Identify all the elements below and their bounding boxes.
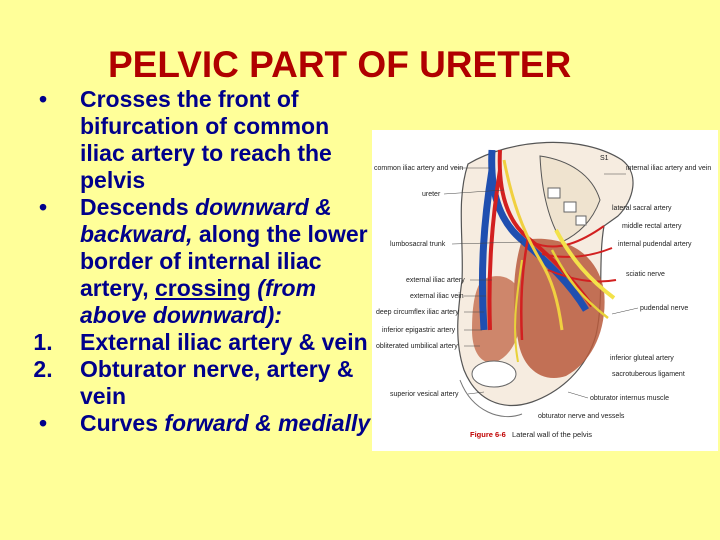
label-internal-iliac: internal iliac artery and vein: [626, 165, 711, 172]
bullet-marker: •: [38, 410, 48, 436]
label-lateral-sacral: lateral sacral artery: [612, 205, 672, 212]
label-obturator-internus: obturator internus muscle: [590, 395, 669, 402]
external-iliac-artery: [487, 169, 502, 331]
bullet-item-1: • Crosses the front of bifurcation of co…: [28, 86, 376, 194]
bullet-text: External iliac artery & vein: [80, 329, 368, 355]
bullet-text: Descends: [80, 194, 196, 220]
label-obturator-nerve-vessels: obturator nerve and vessels: [538, 413, 625, 420]
bullet-text-italic: (from above downward):: [80, 275, 317, 328]
numbered-item-1: 1. External iliac artery & vein: [28, 329, 376, 356]
sacral-foramen: [547, 187, 561, 199]
ureter: [502, 159, 564, 331]
bladder-outline: [459, 379, 523, 418]
bullet-list: • Crosses the front of bifurcation of co…: [28, 86, 376, 437]
pelvis-illustration: common iliac artery and vein ureter lumb…: [374, 141, 711, 439]
sciatic-nerve: [554, 229, 616, 300]
figure-caption: Lateral wall of the pelvis: [512, 430, 592, 439]
pudendal-artery: [547, 269, 617, 283]
external-iliac-vein: [478, 169, 496, 331]
number-marker: 2.: [33, 356, 53, 382]
sacral-foramen: [575, 215, 587, 226]
number-marker: 1.: [33, 329, 53, 355]
label-obliterated-umbilical: obliterated umbilical artery: [376, 343, 458, 350]
obturator-nerve: [514, 259, 523, 363]
sacral-foramen: [563, 201, 577, 213]
label-lumbosacral-trunk: lumbosacral trunk: [390, 241, 446, 248]
label-middle-rectal: middle rectal artery: [622, 223, 682, 230]
bullet-item-3: • Curves forward & medially: [28, 410, 376, 437]
label-inferior-gluteal: inferior gluteal artery: [610, 355, 674, 362]
numbered-item-2: 2. Obturator nerve, artery & vein: [28, 356, 376, 410]
label-inferior-epigastric: inferior epigastric artery: [382, 327, 456, 334]
bullet-text-underlined: crossing: [155, 275, 251, 301]
label-sciatic-nerve: sciatic nerve: [626, 271, 665, 278]
anatomy-figure: common iliac artery and vein ureter lumb…: [372, 130, 718, 451]
label-pudendal-nerve: pudendal nerve: [640, 305, 688, 312]
bullet-marker: •: [38, 194, 48, 220]
pudendal-nerve-path: [550, 249, 609, 319]
bullet-text-italic: forward & medially: [164, 410, 371, 436]
obturator-foramen: [471, 360, 517, 388]
label-deep-circumflex: deep circumflex iliac artery: [376, 309, 459, 316]
bullet-text-italic: downward & backward,: [80, 194, 332, 247]
bullet-text: Curves: [80, 410, 165, 436]
bullet-text: along the lower border of internal iliac…: [80, 221, 368, 301]
bullet-item-2: • Descends downward & backward, along th…: [28, 194, 376, 329]
label-ureter: ureter: [422, 191, 441, 198]
middle-rectal-artery: [541, 247, 613, 258]
right-labels: S1 internal iliac artery and vein latera…: [538, 155, 711, 420]
bullet-text: Obturator nerve, artery & vein: [80, 356, 354, 409]
label-internal-pudendal: internal pudendal artery: [618, 241, 692, 248]
label-external-iliac-vein: external iliac vein: [410, 293, 464, 300]
label-s1: S1: [600, 155, 609, 162]
slide-title: PELVIC PART OF URETER: [108, 44, 572, 85]
label-sacrotuberous: sacrotuberous ligament: [612, 371, 685, 378]
bullet-marker: •: [38, 86, 48, 112]
figure-number: Figure 6-6: [470, 430, 506, 439]
bullet-text: Crosses the front of bifurcation of comm…: [80, 86, 332, 193]
obturator-artery: [520, 237, 530, 341]
label-common-iliac: common iliac artery and vein: [374, 165, 463, 172]
label-superior-vesical: superior vesical artery: [390, 391, 459, 398]
label-external-iliac-artery: external iliac artery: [406, 277, 465, 284]
left-labels: common iliac artery and vein ureter lumb…: [374, 165, 523, 398]
lateral-sacral-artery: [531, 225, 605, 248]
